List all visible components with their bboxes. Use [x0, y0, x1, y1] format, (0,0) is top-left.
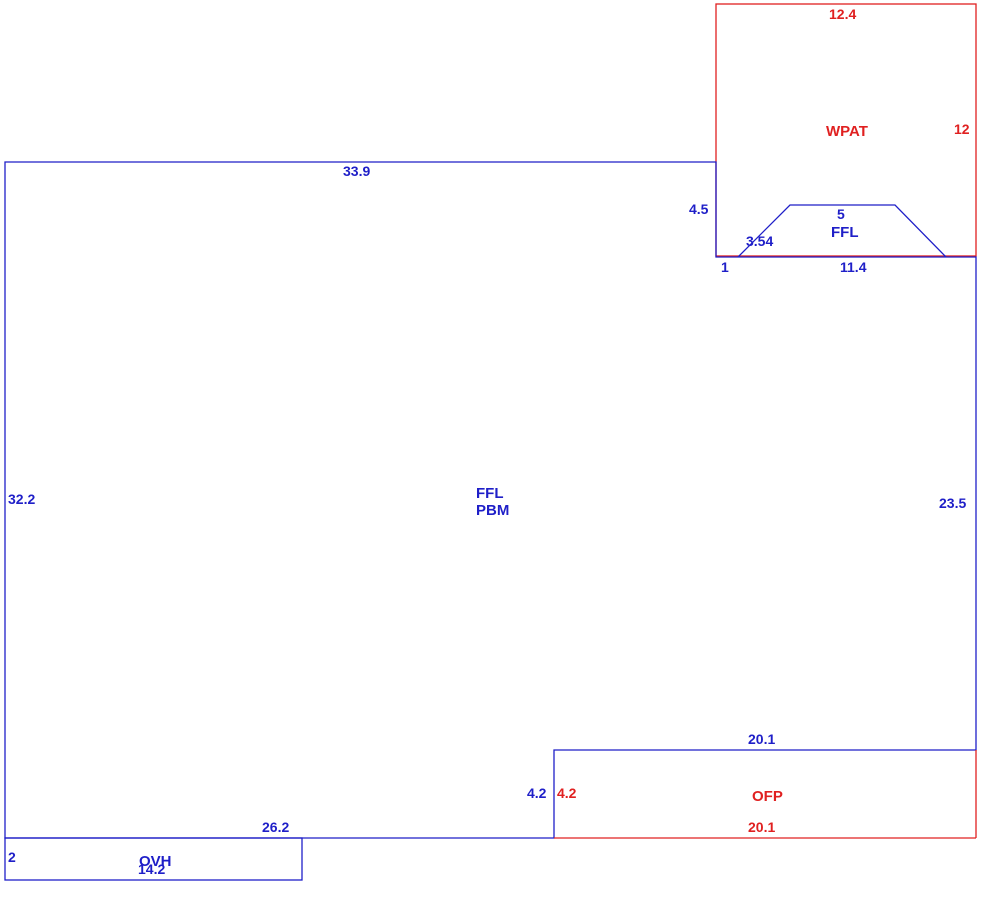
dim-main-top: 33.9 [343, 163, 370, 179]
dim-step-vertical: 4.2 [527, 785, 547, 801]
ovh-area [4, 837, 303, 881]
dim-wpat-bottom: 11.4 [840, 259, 867, 275]
wpat-area-label: WPAT [826, 123, 868, 140]
dim-wpat-right: 12 [954, 121, 970, 137]
dim-wpat-offset: 1 [721, 259, 729, 275]
ovh-area-label: OVH [139, 853, 172, 870]
wpat-area [715, 3, 977, 257]
main-area-label-2: PBM [476, 502, 509, 519]
dim-ovh-side: 2 [8, 849, 16, 865]
dim-ofp-bottom: 20.1 [748, 819, 775, 835]
wpat-outline [715, 3, 977, 257]
bay-window-outline [737, 204, 947, 258]
dim-bay-top: 5 [837, 206, 845, 222]
dim-ofp-top: 20.1 [748, 731, 775, 747]
dim-ofp-side: 4.2 [557, 785, 577, 801]
ofp-area [554, 750, 977, 839]
dim-ovh-bottom: 14.2 [138, 861, 165, 877]
ovh-outline [4, 837, 303, 881]
dim-wpat-top: 12.4 [829, 6, 856, 22]
dim-wpat-left: 4.5 [689, 201, 709, 217]
bay-area-label: FFL [831, 224, 859, 241]
dim-main-left: 32.2 [8, 491, 35, 507]
dim-main-right: 23.5 [939, 495, 966, 511]
ofp-area-label: OFP [752, 788, 783, 805]
main-area-label-1: FFL [476, 485, 504, 502]
dim-bay-side: 3.54 [746, 233, 773, 249]
dim-main-bottom: 26.2 [262, 819, 289, 835]
